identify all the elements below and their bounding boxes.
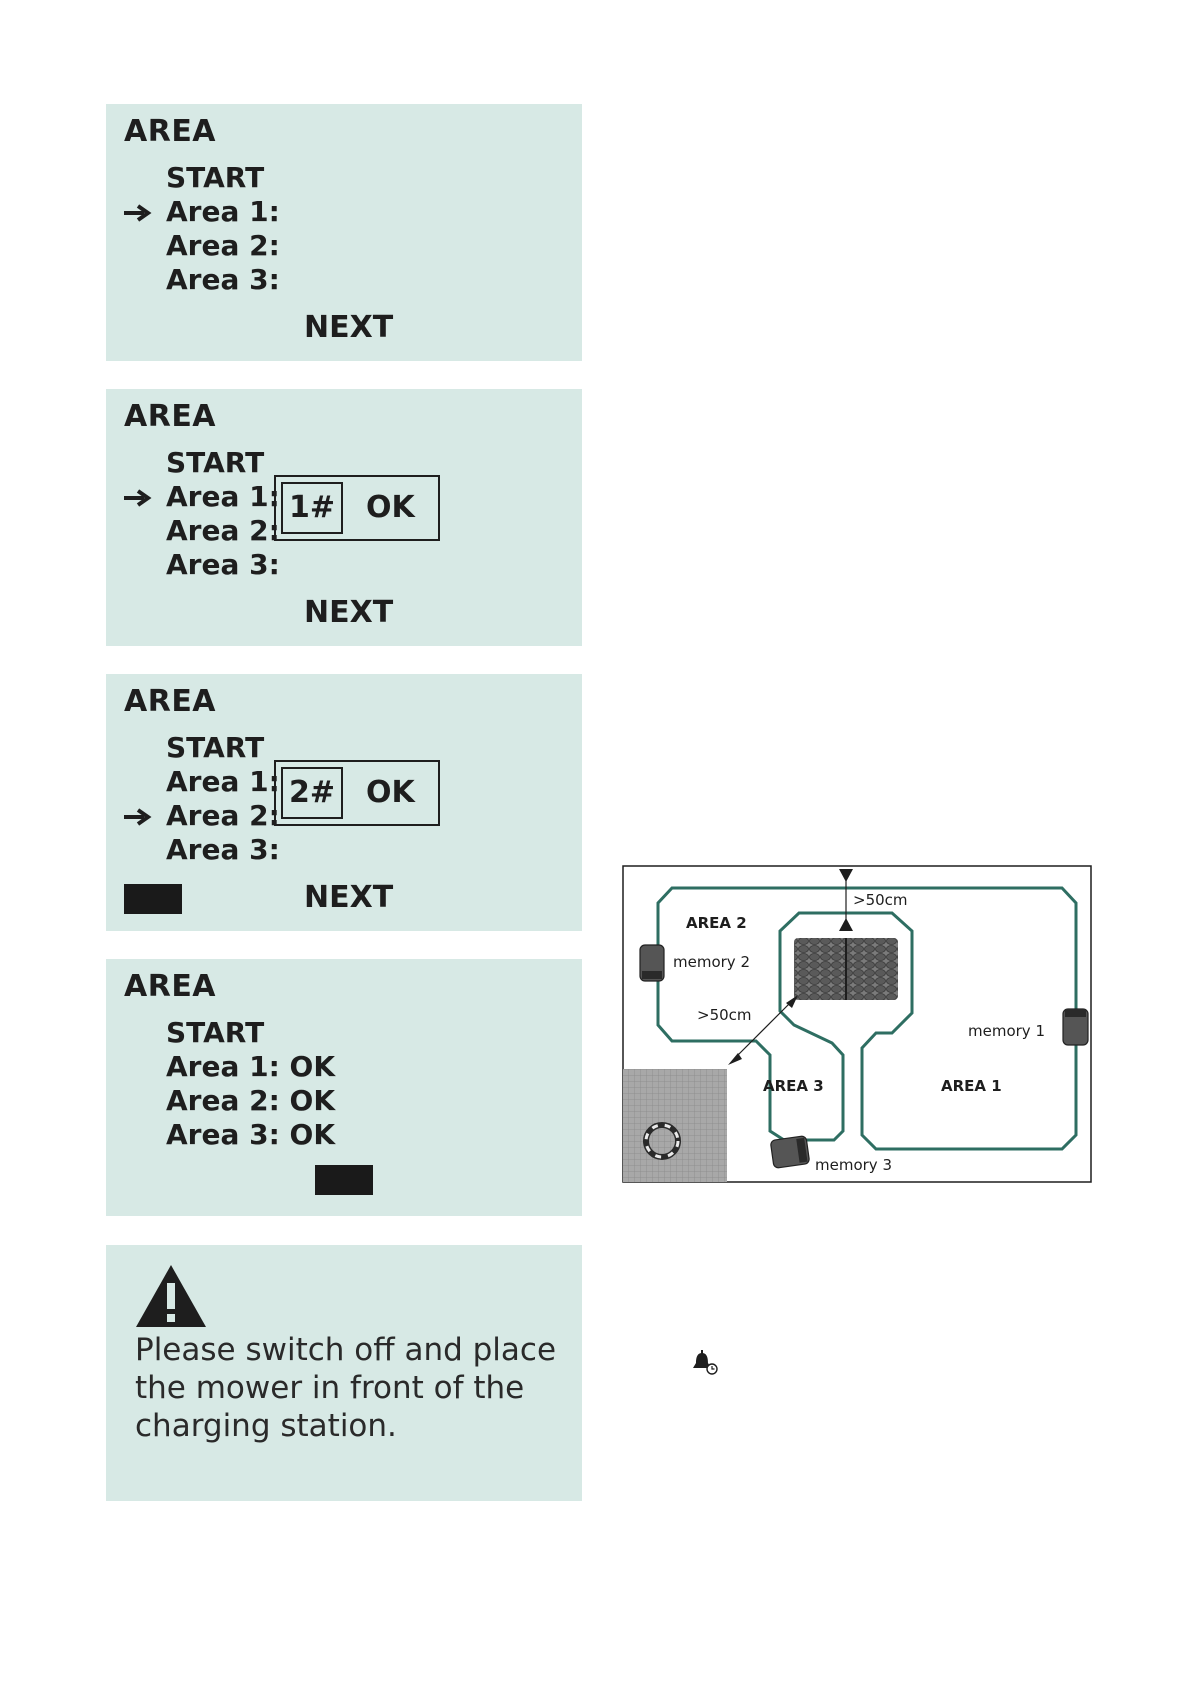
arrow-right-icon: [124, 204, 152, 222]
menu-item-area-2[interactable]: Area 2:: [166, 514, 280, 547]
area-number-popup[interactable]: 1# OK: [274, 475, 440, 541]
area-label: AREA 1: [941, 1077, 1002, 1095]
ok-button[interactable]: OK: [366, 490, 415, 525]
screen-area-2: AREA START Area 1: Area 2: Area 3: 1# OK…: [106, 389, 582, 646]
memory-label: memory 1: [968, 1022, 1045, 1040]
distance-label: >50cm: [853, 891, 908, 909]
menu-item-area-3[interactable]: Area 3: OK: [166, 1118, 336, 1151]
memory-label: memory 3: [815, 1156, 892, 1174]
arrow-right-icon: [124, 489, 152, 507]
area-number-popup[interactable]: 2# OK: [274, 760, 440, 826]
menu-item-area-2[interactable]: Area 2:: [166, 799, 280, 832]
menu-item-area-2[interactable]: Area 2: OK: [166, 1084, 336, 1117]
lifebuoy-icon: [643, 1122, 681, 1160]
mower-icon: [770, 1135, 810, 1169]
menu-item-area-1[interactable]: Area 1:: [166, 765, 280, 798]
next-button[interactable]: NEXT: [304, 880, 394, 915]
menu-item-start[interactable]: START: [166, 446, 265, 479]
area-label: AREA 3: [763, 1077, 824, 1095]
next-button[interactable]: NEXT: [304, 310, 394, 345]
screen-title: AREA: [124, 684, 217, 719]
warning-panel: Please switch off and place the mower in…: [106, 1245, 582, 1501]
screen-title: AREA: [124, 399, 217, 434]
distance-label: >50cm: [697, 1006, 752, 1024]
menu-item-area-1[interactable]: Area 1:: [166, 480, 280, 513]
warning-message: Please switch off and place the mower in…: [135, 1332, 557, 1444]
mower-icon: [639, 944, 665, 982]
menu-item-start[interactable]: START: [166, 731, 265, 764]
ok-button[interactable]: OK: [366, 775, 415, 810]
charging-pad: [623, 1069, 727, 1182]
next-button[interactable]: NEXT: [304, 595, 394, 630]
menu-item-area-3[interactable]: Area 3:: [166, 833, 280, 866]
redacted-softkey[interactable]: [315, 1165, 373, 1195]
warning-triangle-icon: [136, 1265, 206, 1327]
screen-title: AREA: [124, 969, 217, 1004]
boundary-wire: [656, 886, 1078, 1151]
screen-area-4: AREA START Area 1: OK Area 2: OK Area 3:…: [106, 959, 582, 1216]
area-number-field[interactable]: 2#: [281, 767, 343, 819]
screen-title: AREA: [124, 114, 217, 149]
redacted-softkey[interactable]: [124, 884, 182, 914]
memory-label: memory 2: [673, 953, 750, 971]
menu-item-area-3[interactable]: Area 3:: [166, 548, 280, 581]
garden-area-diagram: AREA 2 AREA 3 AREA 1 memory 2 memory 1 m…: [622, 865, 1092, 1183]
screen-area-1: AREA START Area 1: Area 2: Area 3: NEXT: [106, 104, 582, 361]
menu-item-area-2[interactable]: Area 2:: [166, 229, 280, 262]
menu-item-area-1[interactable]: Area 1:: [166, 195, 280, 228]
alarm-bell-icon: [693, 1350, 718, 1375]
screen-area-3: AREA START Area 1: Area 2: Area 3: 2# OK…: [106, 674, 582, 931]
mower-icon: [1062, 1008, 1089, 1046]
menu-item-start[interactable]: START: [166, 161, 265, 194]
arrow-right-icon: [124, 808, 152, 826]
menu-item-start[interactable]: START: [166, 1016, 265, 1049]
menu-item-area-3[interactable]: Area 3:: [166, 263, 280, 296]
area-label: AREA 2: [686, 914, 747, 932]
menu-item-area-1[interactable]: Area 1: OK: [166, 1050, 336, 1083]
area-number-field[interactable]: 1#: [281, 482, 343, 534]
